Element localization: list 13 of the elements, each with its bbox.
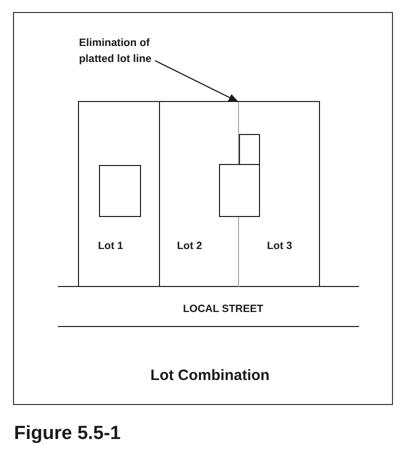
building-outline — [219, 164, 260, 216]
street-band — [58, 286, 359, 326]
lot-parcel — [78, 101, 160, 287]
callout-text: Elimination of platted lot line — [79, 35, 153, 67]
leader-arrow — [154, 60, 239, 102]
figure-caption: Figure 5.5-1 — [14, 423, 121, 445]
street-name: LOCAL STREET — [183, 302, 264, 316]
diagram-title: Lot Combination — [150, 367, 270, 385]
lot-label: Lot 2 — [177, 239, 202, 253]
lot-label: Lot 1 — [98, 239, 124, 253]
lot-label: Lot 3 — [267, 239, 292, 253]
building-addition — [239, 134, 260, 166]
building-outline — [99, 165, 141, 217]
